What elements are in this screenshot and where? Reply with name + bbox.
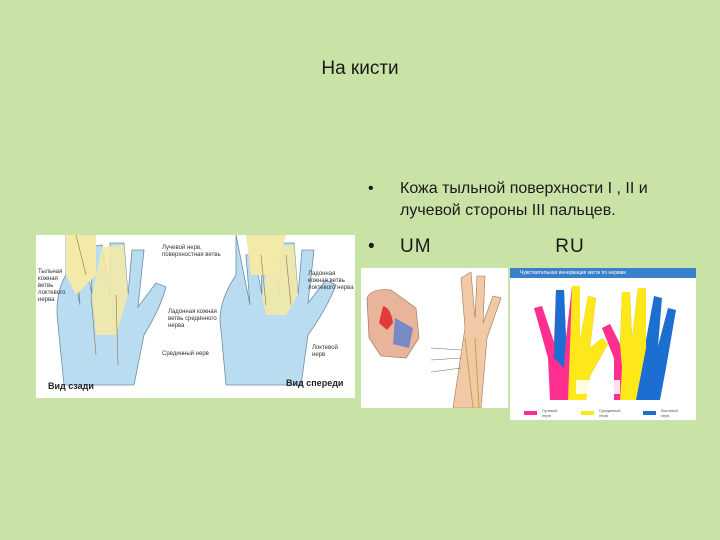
legend-swatch-median [581,411,595,415]
bullet-marker: • [368,236,375,257]
legend-swatch-ulnar [642,411,656,415]
map-legend: Лучевой нерв Срединный нерв Локтевой нер… [510,406,696,420]
hand-innervation-diagram: Тыльная кожная ветвь локтевого нерва Луч… [36,235,355,398]
label-palmar-ulnar: Ладонная кожная ветвь локтевого нерва [308,271,354,291]
legend-label: Срединный нерв [599,408,621,418]
bullet-text: Кожа тыльной поверхности I , II и лучево… [400,180,648,219]
label-ulnar: Локтевой нерв [312,345,338,358]
anatomy-illustration [361,268,508,408]
map-header: Чувствительная иннервация кисти по нерва… [510,268,696,278]
bullet-item: • UM RU [368,236,708,258]
caption-back: Вид сзади [48,381,94,391]
label-median: Срединный нерв [162,351,209,357]
bullet-list: • Кожа тыльной поверхности I , II и луче… [368,178,708,258]
color-hands [534,286,676,400]
left-hand-back [56,235,167,386]
label-palmar-median: Ладонная кожная ветвь срединного нерва [168,309,217,329]
legend-swatch-radial [524,411,537,415]
legend-label: Лучевой нерв [541,408,558,418]
right-hand-palm [219,235,337,386]
legend-label: Локтевой нерв [660,408,678,418]
label-dorsal-ulnar: Тыльная кожная ветвь локтевого нерва [38,269,66,303]
caption-front: Вид спереди [286,378,344,388]
innervation-color-map: Чувствительная иннервация кисти по нерва… [510,268,696,420]
bullet-item: • Кожа тыльной поверхности I , II и луче… [368,178,708,222]
bullet-marker: • [368,180,374,197]
ru-label: RU [555,236,585,257]
anatomy-drawing [366,271,502,408]
um-label: UM [400,236,432,257]
label-radial: Лучевой нерв, поверхностная ветвь [162,245,221,258]
hands-illustration [56,235,337,386]
slide-title: На кисти [321,58,399,79]
